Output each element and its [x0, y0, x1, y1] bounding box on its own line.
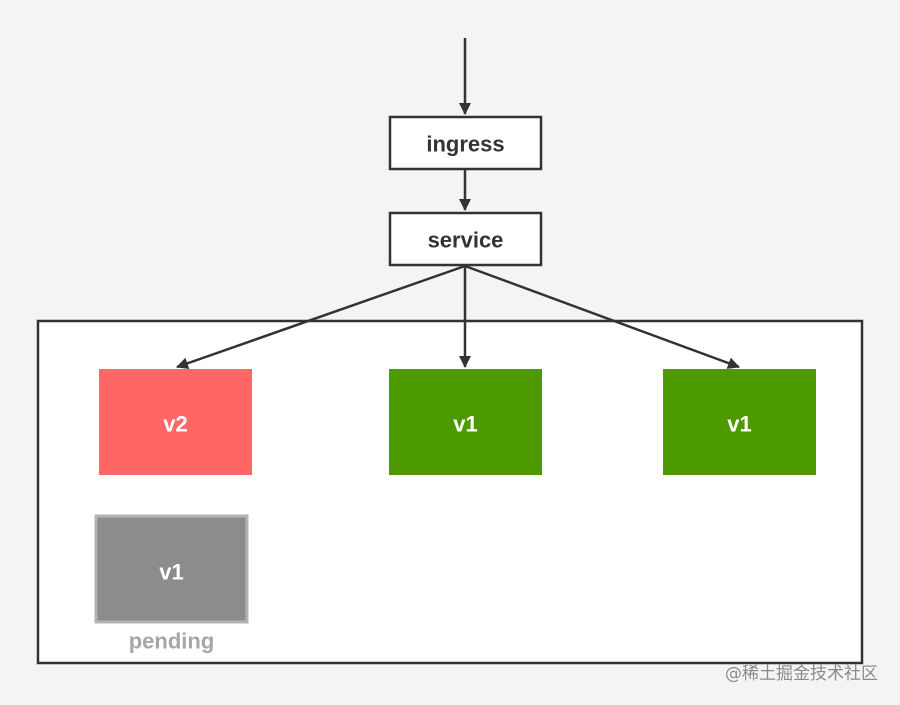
ingress-label: ingress	[426, 132, 504, 157]
pod-label: v1	[159, 560, 183, 585]
pending-status-label: pending	[129, 629, 215, 654]
ingress-node: ingress	[388, 115, 543, 171]
pod-v1-center: v1	[389, 369, 542, 475]
pod-label: v1	[453, 412, 477, 437]
pod-v1-pending: v1 pending	[94, 514, 249, 654]
service-to-pod-v1-right-arrow	[464, 264, 740, 369]
ingress-box	[388, 115, 543, 171]
pod-label: v1	[727, 412, 751, 437]
service-box	[388, 211, 543, 267]
pod-v2: v2	[99, 369, 252, 475]
service-node: service	[388, 211, 543, 267]
watermark: @稀土掘金技术社区	[725, 664, 878, 684]
pod-label: v2	[163, 412, 187, 437]
pod-box	[389, 369, 542, 475]
pod-box	[99, 369, 252, 475]
service-label: service	[428, 228, 504, 253]
pod-box	[94, 514, 249, 624]
pod-box	[663, 369, 816, 475]
service-to-pod-v2-arrow	[176, 264, 466, 370]
pod-v1-right: v1	[663, 369, 816, 475]
